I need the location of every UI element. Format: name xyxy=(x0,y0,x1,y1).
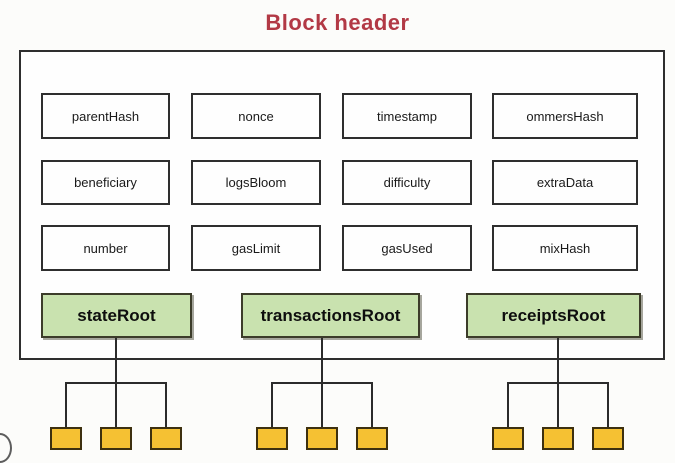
leaf-node xyxy=(50,427,82,450)
leaf-node xyxy=(100,427,132,450)
connector-drop xyxy=(607,383,609,427)
leaf-node xyxy=(356,427,388,450)
field-timestamp: timestamp xyxy=(342,93,472,139)
leaf-node xyxy=(306,427,338,450)
connector-branch xyxy=(65,382,167,384)
leaf-node xyxy=(592,427,624,450)
connector-branch xyxy=(271,382,373,384)
root-receipts-root: receiptsRoot xyxy=(466,293,641,338)
edge-artifact xyxy=(0,433,12,463)
field-number: number xyxy=(41,225,170,271)
field-gas-limit: gasLimit xyxy=(191,225,321,271)
diagram-title: Block header xyxy=(265,10,410,35)
field-nonce: nonce xyxy=(191,93,321,139)
field-logs-bloom: logsBloom xyxy=(191,160,321,205)
field-ommers-hash: ommersHash xyxy=(492,93,638,139)
leaf-node xyxy=(542,427,574,450)
field-parent-hash: parentHash xyxy=(41,93,170,139)
connector-drop xyxy=(507,383,509,427)
field-mix-hash: mixHash xyxy=(492,225,638,271)
field-extra-data: extraData xyxy=(492,160,638,205)
connector-drop xyxy=(165,383,167,427)
leaf-node xyxy=(256,427,288,450)
field-difficulty: difficulty xyxy=(342,160,472,205)
leaf-node xyxy=(492,427,524,450)
leaf-node xyxy=(150,427,182,450)
field-gas-used: gasUsed xyxy=(342,225,472,271)
connector-drop xyxy=(371,383,373,427)
connector-drop xyxy=(271,383,273,427)
field-beneficiary: beneficiary xyxy=(41,160,170,205)
connector-branch xyxy=(507,382,609,384)
connector-drop xyxy=(65,383,67,427)
root-transactions-root: transactionsRoot xyxy=(241,293,420,338)
root-state-root: stateRoot xyxy=(41,293,192,338)
